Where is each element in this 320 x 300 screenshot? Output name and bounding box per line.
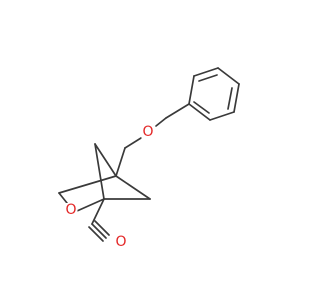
benzene-bond xyxy=(188,103,211,121)
oxygen-to-methylene-bond xyxy=(124,137,142,149)
benzene-double-bond xyxy=(198,74,218,82)
bridge-bond xyxy=(94,143,117,177)
benzene-bond xyxy=(193,67,219,77)
aldehyde-oxygen-label: O xyxy=(114,234,128,250)
methylene-to-bridgehead-bond xyxy=(115,147,126,177)
bridge-bond xyxy=(115,175,151,200)
aldehyde-double-bond xyxy=(94,220,110,236)
benzene-double-bond xyxy=(193,101,210,114)
benzene-bond xyxy=(209,111,235,121)
benzene-bond xyxy=(233,83,240,113)
ether-oxygen-label: O xyxy=(141,124,155,140)
aldehyde-double-bond xyxy=(88,226,104,242)
molecule-bond-layer xyxy=(58,67,240,242)
aldehyde-carbon-bond xyxy=(91,198,105,225)
bridge-bond xyxy=(94,143,105,200)
ring-bond xyxy=(76,198,105,212)
ring-oxygen-label: O xyxy=(64,202,78,218)
benzyl-ch2-to-oxygen-bond xyxy=(155,117,167,127)
chemical-structure-diagram: O O O xyxy=(58,67,240,250)
ring-bond xyxy=(58,192,68,204)
aldehyde-ch-bond xyxy=(91,223,107,239)
benzene-bond xyxy=(188,75,195,105)
benzene-bond xyxy=(217,67,240,85)
benzene-ring xyxy=(188,67,240,121)
benzene-double-bond xyxy=(227,87,233,110)
benzyl-bond xyxy=(165,103,190,119)
ring-bond xyxy=(58,175,117,194)
